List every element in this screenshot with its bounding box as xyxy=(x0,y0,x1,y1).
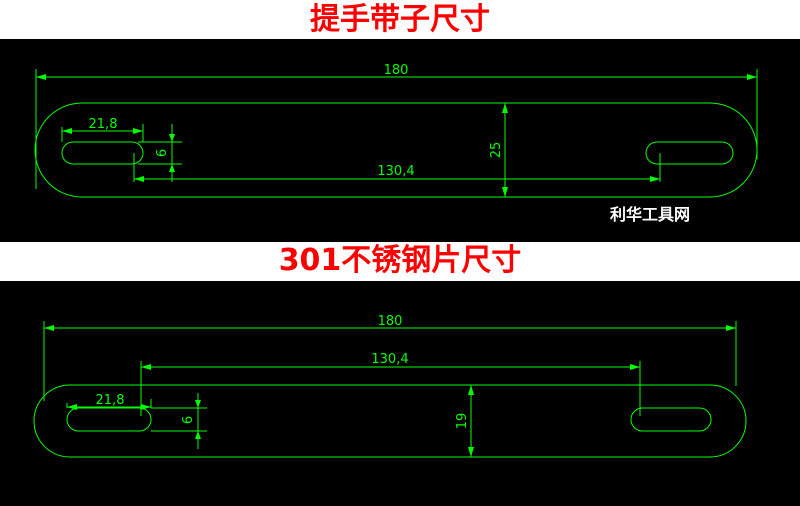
left-slot xyxy=(66,407,152,432)
watermark-text: 利华工具网 xyxy=(610,205,691,224)
arrowhead xyxy=(133,128,143,134)
height-label: 19 xyxy=(455,413,470,430)
arrowhead xyxy=(650,176,660,182)
overall-length-label: 180 xyxy=(384,63,409,78)
hole-spacing-label: 130,4 xyxy=(377,164,414,179)
arrowhead xyxy=(169,134,175,142)
hole-width-label: 6 xyxy=(181,416,196,424)
strap-drawing-panel: 180 21,8 130,4 6 25 利华工具网 xyxy=(0,39,800,242)
arrowhead xyxy=(195,400,201,408)
arrowhead xyxy=(141,404,151,410)
height-label: 25 xyxy=(489,142,504,159)
left-slot xyxy=(61,141,144,165)
arrowhead xyxy=(726,325,736,331)
right-slot xyxy=(630,407,712,432)
strap-outline xyxy=(34,102,758,198)
arrowhead xyxy=(44,325,54,331)
arrowhead xyxy=(62,128,72,134)
arrowhead xyxy=(195,431,201,439)
hole-spacing-label: 130,4 xyxy=(371,352,408,367)
hole-length-label: 21,8 xyxy=(96,393,125,408)
arrowhead xyxy=(502,187,508,197)
arrowhead xyxy=(141,364,151,370)
arrowhead xyxy=(36,74,46,80)
arrowhead xyxy=(630,364,640,370)
strap-drawing: 180 21,8 130,4 6 25 xyxy=(34,63,758,198)
arrowhead xyxy=(134,176,144,182)
hole-width-label: 6 xyxy=(155,149,170,157)
overall-length-label: 180 xyxy=(378,314,403,329)
arrowhead xyxy=(169,164,175,172)
plate-drawing-panel: 180 130,4 21,8 6 19 xyxy=(0,281,800,506)
plate-drawing: 180 130,4 21,8 6 19 xyxy=(33,314,747,458)
plate-outline xyxy=(33,384,747,458)
right-slot xyxy=(645,141,734,165)
arrowhead xyxy=(67,404,77,410)
arrowhead xyxy=(468,385,474,395)
arrowhead xyxy=(502,103,508,113)
plate-dimensions-title: 301不锈钢片尺寸 xyxy=(278,243,522,278)
arrowhead xyxy=(747,74,757,80)
arrowhead xyxy=(468,447,474,457)
hole-length-label: 21,8 xyxy=(89,117,118,132)
strap-dimensions-title: 提手带子尺寸 xyxy=(310,2,490,37)
